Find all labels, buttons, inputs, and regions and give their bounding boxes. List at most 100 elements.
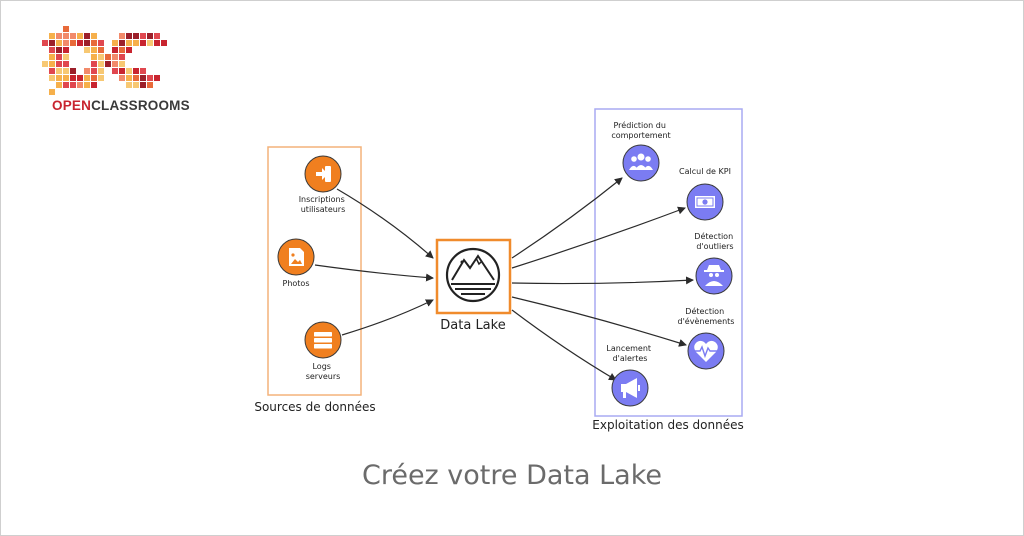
logo-mosaic-tile (84, 33, 90, 39)
logo-mosaic-tile (56, 82, 62, 88)
logo-mosaic-tile (161, 40, 167, 46)
use-node-alerts: Lancement d'alertes (606, 344, 653, 407)
source-label-logs: Logs serveurs (306, 362, 341, 381)
data-lake-diagram: Sources de données Exploitation des donn… (254, 108, 744, 432)
uses-group-box (594, 108, 743, 417)
logo-mosaic-tile (63, 40, 69, 46)
logo-mosaic-tile (77, 33, 83, 39)
logo-mosaic-tile (70, 68, 76, 74)
logo-mosaic-tile (133, 82, 139, 88)
openclassrooms-logo-mark (42, 26, 167, 95)
logo-mosaic-tile (154, 75, 160, 81)
heartbeat-icon (693, 340, 719, 362)
logo-mosaic-tile (56, 75, 62, 81)
logo-mosaic-tile (133, 75, 139, 81)
mountain-lake-icon (445, 247, 501, 303)
megaphone-icon (621, 378, 640, 398)
logo-mosaic-tile (56, 68, 62, 74)
source-node-photos: Photos (277, 238, 315, 288)
logo-mosaic-tile (49, 40, 55, 46)
use-label-alerts: Lancement d'alertes (606, 344, 653, 363)
arrow-inscriptions-to-lake (336, 188, 434, 259)
use-label-events: Détection d'évènements (678, 306, 735, 326)
logo-mosaic-tile (70, 40, 76, 46)
logo-mosaic-tile (98, 54, 104, 60)
arrow-lake-to-outliers (511, 276, 694, 285)
logo-mosaic-tile (84, 40, 90, 46)
arrow-lake-to-alerts (511, 309, 617, 381)
logo-mosaic-tile (133, 68, 139, 74)
logo-mosaic-tile (140, 33, 146, 39)
source-node-logs: Logs serveurs (304, 321, 342, 381)
logo-mosaic-tile (63, 47, 69, 53)
logo-mosaic-tile (63, 75, 69, 81)
source-arrows (314, 188, 434, 336)
logo-mosaic-tile (98, 40, 104, 46)
logo-mosaic-tile (70, 82, 76, 88)
logo-mosaic-tile (77, 75, 83, 81)
logo-mosaic-tile (91, 54, 97, 60)
arrow-photos-to-lake (314, 264, 434, 282)
logo-mosaic-tile (119, 75, 125, 81)
logo-mosaic-tile (126, 40, 132, 46)
logo-text-open: OPEN (52, 98, 92, 113)
logo-mosaic-tile (56, 47, 62, 53)
logo-mosaic-tile (140, 40, 146, 46)
logo-mosaic-tile (112, 40, 118, 46)
logo-mosaic-tile (63, 61, 69, 67)
logo-mosaic-tile (91, 40, 97, 46)
logo-mosaic-tile (42, 61, 48, 67)
logo-mosaic-tile (84, 68, 90, 74)
logo-mosaic-tile (98, 61, 104, 67)
logo-mosaic-tile (56, 33, 62, 39)
logo-mosaic-tile (63, 82, 69, 88)
logo-mosaic-tile (119, 33, 125, 39)
logo-mosaic-tile (133, 40, 139, 46)
page-caption: Créez votre Data Lake (361, 460, 663, 491)
logo-mosaic-tile (42, 40, 48, 46)
logo-mosaic-tile (63, 54, 69, 60)
logo-mosaic-tile (77, 82, 83, 88)
use-node-outliers: Détection d'outliers (694, 231, 735, 295)
use-label-outliers: Détection d'outliers (694, 231, 735, 251)
logo-mosaic-tile (126, 82, 132, 88)
logo-mosaic-tile (91, 82, 97, 88)
logo-mosaic-tile (112, 54, 118, 60)
sources-group-title: Sources de données (254, 400, 375, 414)
logo-mosaic-tile (49, 54, 55, 60)
logo-mosaic-tile (126, 33, 132, 39)
logo-mosaic-tile (84, 82, 90, 88)
logo-mosaic-tile (49, 61, 55, 67)
source-label-inscriptions: Inscriptions utilisateurs (299, 195, 348, 214)
logo-mosaic-tile (119, 40, 125, 46)
logo-mosaic-tile (126, 47, 132, 53)
use-node-prediction: Prédiction du comportement (611, 120, 671, 182)
logo-mosaic-tile (56, 61, 62, 67)
logo-mosaic-tile (154, 40, 160, 46)
logo-mosaic-tile (133, 33, 139, 39)
use-node-events: Détection d'évènements (678, 306, 735, 370)
use-arrows (511, 177, 694, 381)
logo-mosaic-tile (154, 33, 160, 39)
logo-mosaic-tile (147, 82, 153, 88)
user-secret-icon (704, 265, 724, 286)
logo-mosaic-tile (49, 89, 55, 95)
use-label-kpi: Calcul de KPI (679, 167, 731, 176)
money-bill-icon (695, 196, 715, 208)
logo-mosaic-tile (91, 33, 97, 39)
logo-mosaic-tile (84, 75, 90, 81)
arrow-lake-to-prediction (511, 177, 623, 259)
logo-mosaic-tile (119, 47, 125, 53)
arrow-logs-to-lake (341, 299, 434, 336)
logo-mosaic-tile (112, 47, 118, 53)
logo-mosaic-tile (49, 68, 55, 74)
use-label-prediction: Prédiction du comportement (611, 120, 670, 140)
logo-mosaic-tile (119, 68, 125, 74)
uses-group-title: Exploitation des données (592, 418, 743, 432)
logo-text-rest: CLASSROOMS (91, 98, 190, 113)
logo-mosaic-tile (63, 68, 69, 74)
users-group-icon (629, 153, 653, 170)
logo-mosaic-tile (56, 54, 62, 60)
logo-mosaic-tile (147, 33, 153, 39)
image-file-icon (289, 248, 304, 266)
